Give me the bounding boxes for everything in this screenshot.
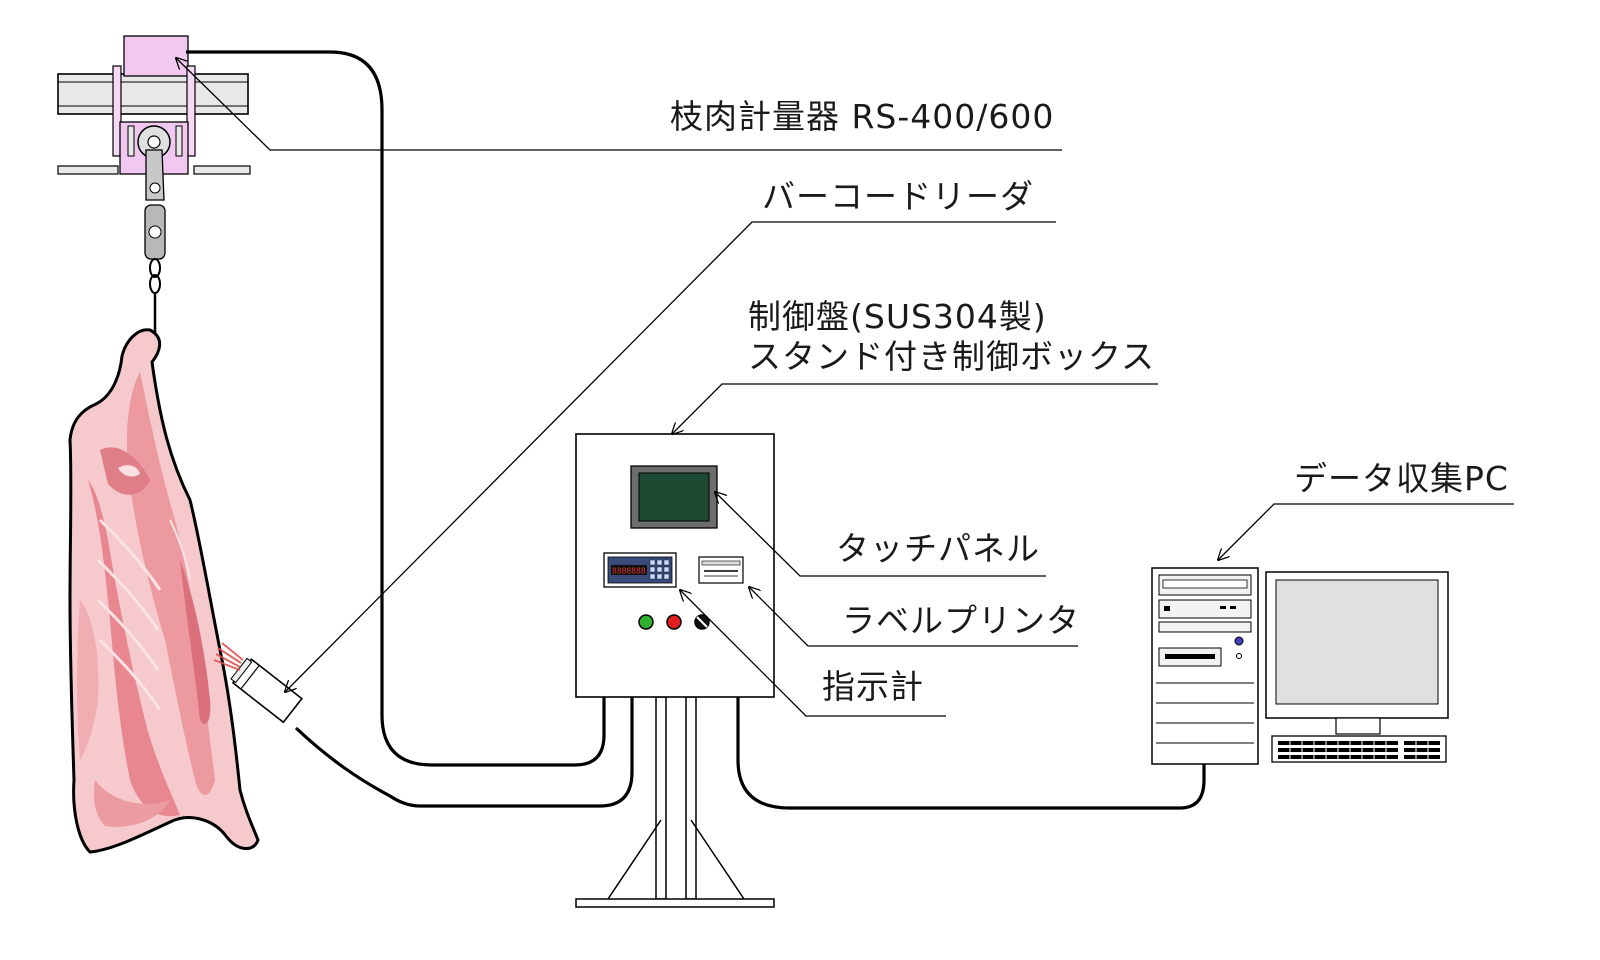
- control-panel-label-line2: スタンド付き制御ボックス: [748, 337, 1156, 376]
- green-button: [638, 614, 654, 630]
- touch-panel-screen: [630, 465, 718, 529]
- barcode-reader-label: バーコードリーダ: [762, 177, 1034, 216]
- barcode-scanner-icon: [213, 642, 303, 724]
- load-cell: [123, 35, 189, 77]
- indicator-digits: 8888888: [612, 567, 646, 576]
- data-pc-label: データ収集PC: [1294, 459, 1509, 498]
- indicator-label: 指示計: [822, 667, 924, 706]
- hanging-carcass-icon: [68, 328, 260, 854]
- leader-lines: [176, 58, 1514, 717]
- leader-pc: [1218, 503, 1514, 560]
- red-button: [666, 614, 682, 630]
- pc-cable: [736, 697, 1206, 810]
- control-box-stand: [575, 696, 775, 908]
- overhead-rail-scale-icon: [57, 35, 251, 358]
- label-printer-unit: [698, 556, 744, 584]
- scanner-cable: [294, 697, 634, 808]
- leader-label-printer: [749, 587, 1078, 647]
- weight-indicator: 8888888: [603, 552, 677, 588]
- cables: [186, 50, 1206, 810]
- carcass-scale-label: 枝肉計量器 RS-400/600: [670, 97, 1055, 136]
- leader-indicator: [680, 590, 946, 717]
- control-panel-label-line1: 制御盤(SUS304製): [748, 297, 1047, 336]
- leader-scale: [176, 58, 1062, 151]
- leader-barcode: [285, 221, 1056, 692]
- control-box: 8888888: [575, 433, 775, 698]
- leader-touch-panel: [715, 492, 1046, 577]
- scale-cable: [186, 50, 606, 767]
- label-printer-label: ラベルプリンタ: [842, 601, 1080, 640]
- touch-panel-label: タッチパネル: [836, 529, 1040, 568]
- leader-control-panel: [672, 383, 1158, 434]
- desktop-pc-icon: [1151, 567, 1449, 765]
